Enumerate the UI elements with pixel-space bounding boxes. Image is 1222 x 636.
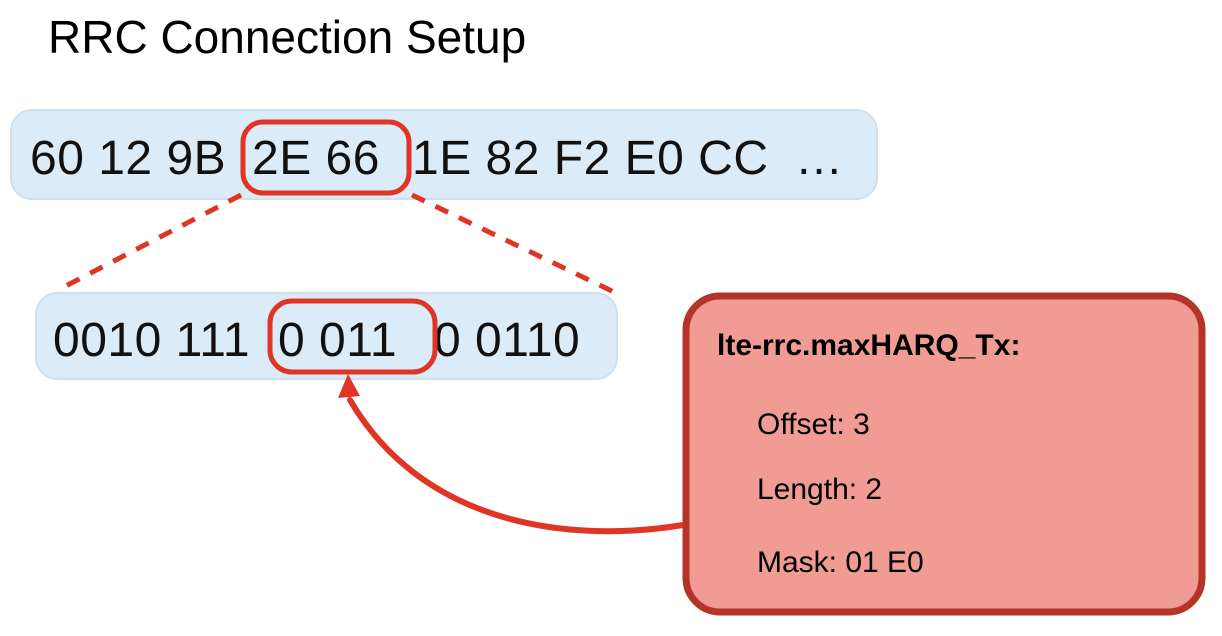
callout-row-mask: Mask: 01 E0 xyxy=(757,546,924,579)
hex-bytes-panel[interactable]: 60 12 9B 2E 66 1E 82 F2 E0 CC … xyxy=(10,109,878,200)
hex-bytes-ellipsis: … xyxy=(795,132,844,185)
dashed-connector-right xyxy=(410,192,616,295)
dashed-connector-left xyxy=(56,192,243,293)
binary-panel-border xyxy=(35,292,618,380)
binary-bits-after: 0 0110 xyxy=(434,314,580,367)
curved-arrow-callout-to-bits xyxy=(338,374,686,535)
binary-bits-before: 0010 111 xyxy=(53,314,250,367)
hex-panel-border xyxy=(10,109,878,200)
hex-bytes-after: 1E 82 F2 E0 CC xyxy=(412,132,769,185)
binary-highlight-rect[interactable] xyxy=(267,298,438,375)
binary-bits-panel[interactable]: 0010 111 0 011 0 0110 xyxy=(35,292,618,380)
hex-bytes-highlighted: 2E 66 xyxy=(252,132,380,185)
field-detail-callout[interactable]: lte-rrc.maxHARQ_Tx: Offset: 3 Length: 2 … xyxy=(682,292,1206,616)
page-title: RRC Connection Setup xyxy=(48,11,526,63)
hex-highlight-rect[interactable] xyxy=(240,119,412,196)
hex-bytes-before: 60 12 9B xyxy=(30,132,226,185)
callout-row-offset: Offset: 3 xyxy=(757,408,870,441)
binary-bits-highlighted: 0 011 xyxy=(278,314,397,367)
binary-panel-background xyxy=(35,292,618,380)
callout-row-length: Length: 2 xyxy=(757,473,882,506)
hex-panel-background xyxy=(10,109,878,200)
callout-background xyxy=(682,292,1206,616)
arrowhead-icon xyxy=(338,374,360,398)
callout-field-name: lte-rrc.maxHARQ_Tx: xyxy=(717,329,1020,362)
